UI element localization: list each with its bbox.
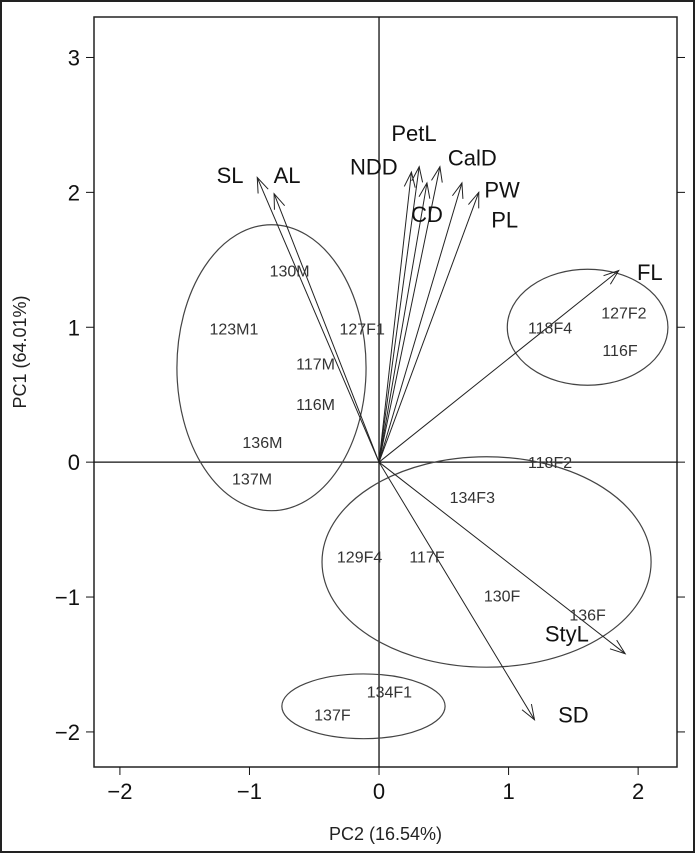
loading-label: SD xyxy=(558,702,589,727)
loading-arrow-SL xyxy=(256,177,380,463)
observation-label: 123M1 xyxy=(209,322,258,339)
loading-arrow-PW xyxy=(378,182,463,463)
x-tick-label: 0 xyxy=(373,779,385,804)
arrowhead-icon xyxy=(609,639,627,655)
x-tick-label: 1 xyxy=(502,779,514,804)
loading-arrow-FL xyxy=(378,270,620,463)
loading-arrow-NDD xyxy=(378,172,412,463)
group-ellipses xyxy=(176,224,669,740)
observation-label: 117M xyxy=(296,357,335,374)
loading-arrows: SL AL NDD PetL CalD CD PW PL FL StyL SD xyxy=(217,121,663,727)
observation-label: 130M xyxy=(270,264,310,281)
y-tick-label: −1 xyxy=(55,585,80,610)
x-tick-label: −2 xyxy=(107,779,132,804)
arrowhead-icon xyxy=(273,192,286,210)
observation-label: 130F xyxy=(484,589,521,606)
loading-label: PW xyxy=(484,178,520,203)
observation-label: 118F4 xyxy=(528,320,572,337)
loading-label: AL xyxy=(274,163,301,188)
observation-labels: 130M 123M1 127F1 117M 116M 136M 137M 118F4 127F2… xyxy=(209,264,646,725)
observation-label: 127F2 xyxy=(601,305,646,322)
arrowhead-icon xyxy=(256,176,269,194)
arrowhead-icon xyxy=(451,181,464,199)
loading-label: CD xyxy=(411,202,443,227)
arrowhead-icon xyxy=(431,165,443,183)
loading-arrow-StyL xyxy=(378,461,626,655)
loading-label: SL xyxy=(217,163,244,188)
loading-arrow-PetL xyxy=(378,166,420,463)
observation-label: 118F2 xyxy=(528,455,572,472)
observation-label: 137M xyxy=(232,471,272,488)
observation-label: 136M xyxy=(242,435,282,452)
observation-label: 127F1 xyxy=(339,322,384,339)
arrowhead-icon xyxy=(418,181,431,199)
y-tick-label: 0 xyxy=(68,450,80,475)
group-ellipse xyxy=(321,456,652,668)
arrowhead-icon xyxy=(603,269,620,285)
plot-area-frame xyxy=(93,16,678,768)
loading-arrow-AL xyxy=(273,193,380,463)
axes: −2 −1 0 1 2 −2 −1 0 1 2 3 xyxy=(55,17,685,804)
observation-label: 134F1 xyxy=(367,684,412,701)
x-axis-label: PC2 (16.54%) xyxy=(329,824,442,844)
loading-arrow-SD xyxy=(378,461,535,721)
loading-label: StyL xyxy=(545,621,589,646)
observation-label: 136F xyxy=(569,608,606,625)
observation-label: 116M xyxy=(296,397,335,414)
loading-label: PetL xyxy=(391,121,436,146)
loading-label: FL xyxy=(637,260,663,285)
arrowhead-icon xyxy=(468,190,480,209)
x-tick-label: −1 xyxy=(237,779,262,804)
y-tick-label: 2 xyxy=(68,180,80,205)
loading-label: NDD xyxy=(350,155,398,180)
loading-arrow-PL xyxy=(378,192,480,463)
observation-label: 116F xyxy=(602,343,638,360)
arrowhead-icon xyxy=(411,165,424,183)
loading-arrow-CD xyxy=(378,182,428,463)
y-tick-label: 3 xyxy=(68,45,80,70)
observation-label: 117F xyxy=(409,550,445,567)
group-ellipse xyxy=(176,224,367,512)
arrowhead-icon xyxy=(521,703,536,722)
observation-label: 129F4 xyxy=(337,550,382,567)
y-tick-label: −2 xyxy=(55,720,80,745)
group-ellipse xyxy=(506,268,669,386)
x-tick-label: 2 xyxy=(632,779,644,804)
group-ellipse xyxy=(281,673,446,740)
y-axis-label: PC1 (64.01%) xyxy=(10,295,30,408)
loading-label: PL xyxy=(491,207,518,232)
y-tick-label: 1 xyxy=(68,315,80,340)
loading-label: CalD xyxy=(448,145,497,170)
observation-label: 137F xyxy=(314,707,351,724)
arrowhead-icon xyxy=(403,170,416,188)
observation-label: 134F3 xyxy=(450,490,495,507)
loading-arrow-CalD xyxy=(378,166,441,463)
